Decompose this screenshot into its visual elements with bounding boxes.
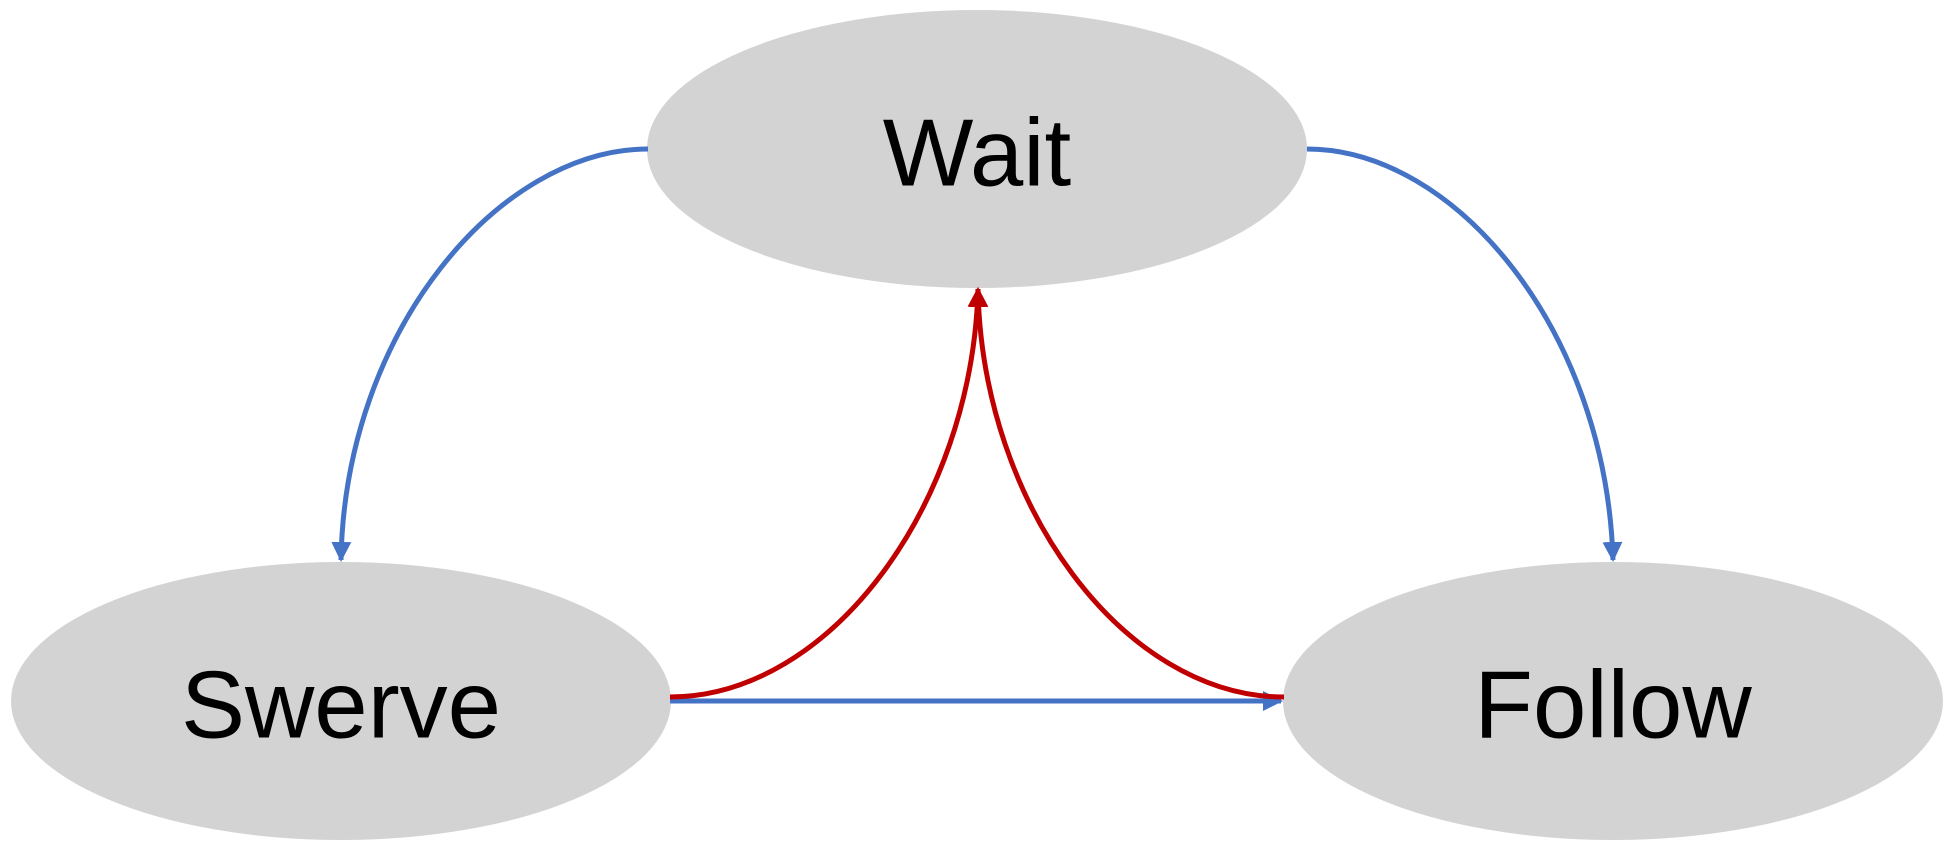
edge-wait-to-follow: [1306, 146, 1623, 562]
node-follow-label: Follow: [1474, 652, 1752, 759]
node-follow: Follow: [1283, 562, 1943, 840]
node-swerve-label: Swerve: [181, 652, 501, 759]
node-swerve: Swerve: [11, 562, 671, 840]
node-wait-label: Wait: [883, 100, 1071, 207]
edge-swerve-to-wait: [669, 287, 988, 700]
node-follow-shape: [1283, 562, 1943, 840]
node-wait-shape: [647, 10, 1307, 288]
edge-follow-to-wait: [968, 287, 1285, 700]
node-wait: Wait: [647, 10, 1307, 288]
edge-wait-to-swerve: [331, 146, 649, 562]
node-swerve-shape: [11, 562, 671, 840]
